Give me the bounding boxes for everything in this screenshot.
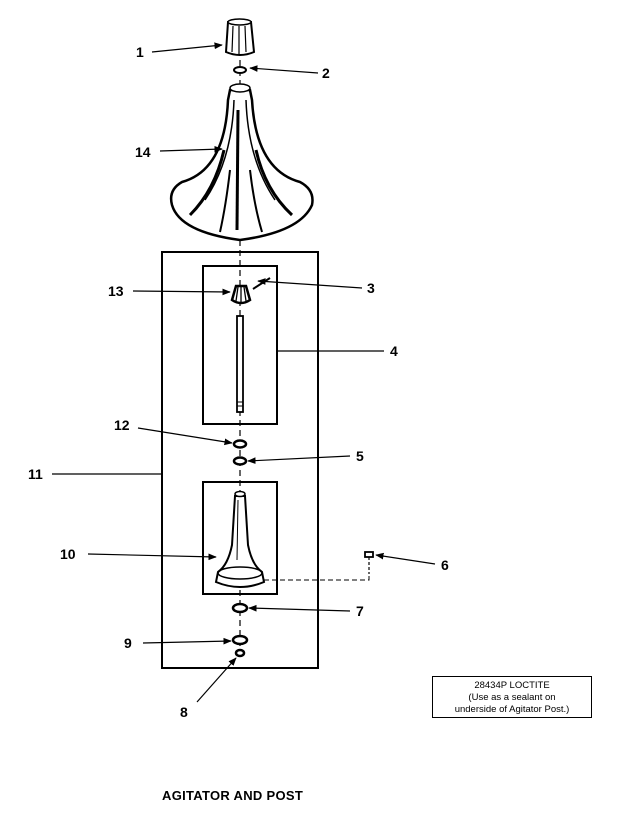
callout-14: 14 [135,144,151,160]
leader-2 [249,65,319,74]
leader-3 [257,278,363,289]
callout-10: 10 [60,546,76,562]
kit-bracket-outer [161,251,319,669]
part-cap [224,18,256,56]
part-washer-7 [231,602,249,614]
callout-6: 6 [441,557,449,573]
part-screw [364,551,374,574]
callout-11: 11 [28,466,43,482]
part-nut [230,284,252,305]
leader-6 [375,552,436,565]
loctite-note-box: 28434P LOCTITE (Use as a sealant on unde… [432,676,592,718]
leader-1 [151,42,223,53]
part-agitator [169,83,314,242]
kit-bracket-upper [202,265,278,425]
callout-5: 5 [356,448,364,464]
part-nut-8 [234,648,246,658]
callout-8: 8 [180,704,188,720]
leader-5 [247,455,351,464]
leader-9 [142,637,232,645]
diagram-caption: AGITATOR AND POST [162,788,304,803]
callout-12: 12 [114,417,130,433]
part-washer-5 [232,456,248,466]
part-washer-12 [232,439,248,449]
part-pin [252,277,271,290]
part-washer-9 [231,634,249,646]
leader-8 [196,657,237,703]
callout-1: 1 [136,44,144,60]
leader-13 [132,288,231,296]
kit-bracket-lower [202,481,278,595]
leader-12 [137,427,233,446]
screw-guide-line [264,574,370,581]
note-line-1: (Use as a sealant on [468,692,556,703]
callout-9: 9 [124,635,132,651]
callout-13: 13 [108,283,124,299]
callout-3: 3 [367,280,375,296]
leader-7 [248,604,351,612]
part-washer-top [233,66,247,74]
part-shaft [236,315,244,413]
note-part-number: 28434P LOCTITE [474,680,550,691]
leader-14 [159,145,223,153]
callout-7: 7 [356,603,364,619]
callout-2: 2 [322,65,330,81]
callout-4: 4 [390,343,398,359]
leader-10 [87,553,217,561]
part-agitator-post [214,490,266,588]
note-line-2: underside of Agitator Post.) [454,704,570,715]
